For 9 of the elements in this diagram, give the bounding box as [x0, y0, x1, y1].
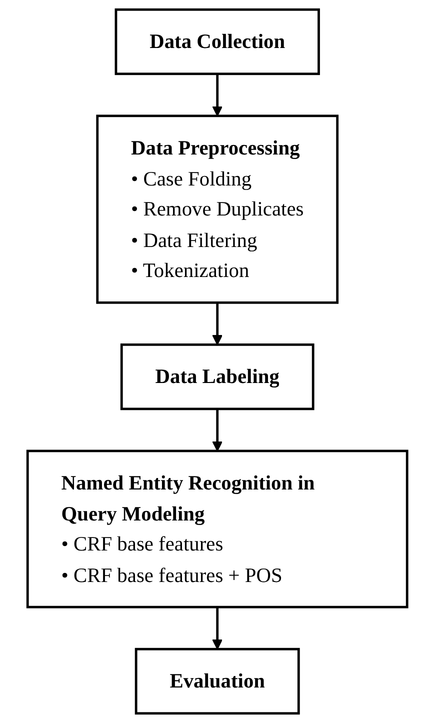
node-box: Data Preprocessing • Case Folding • Remove Duplicates • Data Filtering • Tokenization [96, 114, 339, 304]
node-box: Data Collection [114, 8, 320, 76]
node-box: Evaluation [135, 648, 300, 715]
arrow [212, 408, 223, 452]
arrow [212, 302, 223, 346]
node-box: Named Entity Recognition in Query Modeling • CRF base features • CRF base features + POS [26, 450, 408, 608]
node-box: Data Labeling [120, 343, 314, 410]
arrow [212, 607, 223, 650]
arrow [212, 74, 223, 116]
